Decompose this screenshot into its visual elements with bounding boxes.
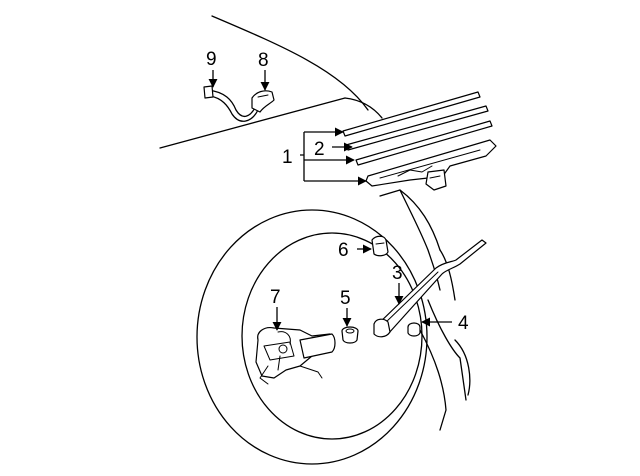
callout-1: 1 bbox=[282, 147, 293, 168]
vehicle-body-outline bbox=[159, 15, 471, 431]
wiper-motor bbox=[255, 327, 336, 385]
pivot-nut bbox=[407, 322, 421, 337]
callout-2: 2 bbox=[314, 139, 325, 160]
wiper-blade-refill-1 bbox=[342, 91, 481, 137]
grommet bbox=[341, 326, 359, 344]
callout-5: 5 bbox=[340, 288, 351, 309]
callout-4: 4 bbox=[458, 313, 469, 334]
washer-nozzle bbox=[251, 90, 275, 113]
callout-7: 7 bbox=[270, 287, 281, 308]
callout-leaders bbox=[208, 70, 452, 331]
wiper-blade-refill-3 bbox=[355, 120, 493, 166]
wiper-arm bbox=[373, 239, 487, 338]
washer-hose bbox=[203, 85, 259, 122]
callout-6: 6 bbox=[338, 240, 349, 261]
spare-tire bbox=[196, 209, 428, 465]
wiper-arm-cap bbox=[371, 235, 389, 257]
callout-8: 8 bbox=[258, 50, 269, 71]
callout-9: 9 bbox=[206, 49, 217, 70]
wiper-blade-assembly bbox=[365, 139, 497, 191]
callout-labels: 9 8 1 2 6 3 5 7 4 bbox=[206, 49, 469, 334]
callout-3: 3 bbox=[392, 263, 403, 284]
